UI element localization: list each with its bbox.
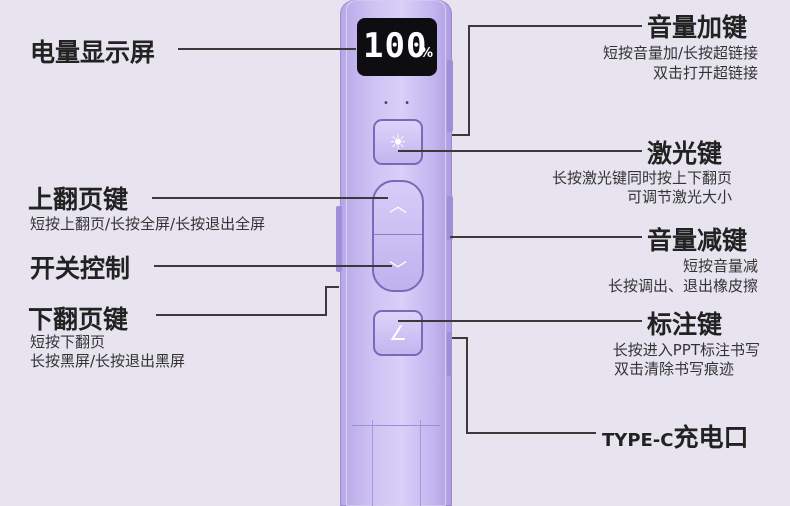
charge-title: 充电口 [673, 423, 749, 452]
laser-desc-2: 可调节激光大小 [626, 188, 732, 206]
volume-up-label: 音量加键 [647, 13, 748, 42]
laser-desc-1: 长按激光键同时按上下翻页 [551, 169, 732, 187]
volume-up-leader-line [468, 25, 642, 27]
switch-label: 开关控制 [30, 254, 131, 283]
page-down-leader-line [156, 314, 326, 316]
battery-unit: % [420, 46, 434, 61]
page-down-label: 下翻页键 [28, 305, 129, 334]
laser-label: 激光键 [647, 139, 723, 168]
cap-seam [352, 425, 440, 426]
annotate-desc-2: 双击清除书写痕迹 [613, 360, 734, 378]
page-down-desc-1: 短按下翻页 [30, 333, 106, 351]
page-up-leader-line [152, 197, 388, 199]
battery-label: 电量显示屏 [30, 38, 156, 67]
battery-value: 100 [363, 26, 428, 66]
charge-leader-vertical [466, 337, 468, 433]
cap-groove-right [420, 420, 421, 506]
volume-up-desc-2: 双击打开超链接 [652, 64, 758, 82]
laser-button[interactable]: ☀ [373, 119, 423, 165]
annotate-label: 标注键 [647, 310, 723, 339]
volume-up-leader-vertical [468, 25, 470, 135]
charge-leader-tip [452, 337, 468, 339]
cap-groove-left [372, 420, 373, 506]
chevron-down-icon: ﹀ [389, 260, 407, 281]
volume-down-desc-1: 短按音量减 [682, 257, 758, 275]
pen-annotate-icon: ∠ [389, 321, 407, 345]
chevron-up-icon: ︿ [389, 196, 407, 217]
page-down-leader-tip [325, 286, 339, 288]
page-down-desc-2: 长按黑屏/长按退出黑屏 [30, 352, 186, 370]
page-up-label: 上翻页键 [28, 185, 129, 214]
page-up-desc: 短按上翻页/长按全屏/长按退出全屏 [30, 215, 266, 233]
volume-up-leader-tip [452, 134, 470, 136]
volume-down-desc-2: 长按调出、退出橡皮擦 [607, 277, 758, 295]
charge-port-slot [447, 332, 452, 376]
charge-label: TYPE-C充电口 [602, 418, 749, 454]
charge-prefix: TYPE-C [602, 430, 674, 451]
volume-up-desc-1: 短按音量加/长按超链接 [602, 44, 758, 62]
page-up-button[interactable]: ︿ [374, 192, 422, 218]
annotate-leader-line [398, 320, 642, 322]
laser-icon: ☀ [389, 130, 407, 154]
battery-display-screen: 100 % [357, 18, 437, 76]
annotate-desc-1: 长按进入PPT标注书写 [612, 341, 760, 359]
page-down-button[interactable]: ﹀ [374, 256, 422, 282]
battery-leader-line [178, 48, 356, 50]
volume-down-leader-line [450, 236, 642, 238]
switch-leader-line [154, 265, 392, 267]
indicator-dots: • • [383, 98, 416, 109]
volume-down-side-key[interactable] [447, 196, 453, 240]
page-down-leader-vertical [325, 286, 327, 316]
volume-down-label: 音量减键 [647, 226, 748, 255]
rocker-divider [374, 234, 422, 235]
annotate-button[interactable]: ∠ [373, 310, 423, 356]
laser-leader-line [398, 150, 642, 152]
switch-side-control[interactable] [336, 206, 342, 272]
charge-leader-line [466, 432, 596, 434]
volume-up-side-key[interactable] [447, 60, 453, 132]
